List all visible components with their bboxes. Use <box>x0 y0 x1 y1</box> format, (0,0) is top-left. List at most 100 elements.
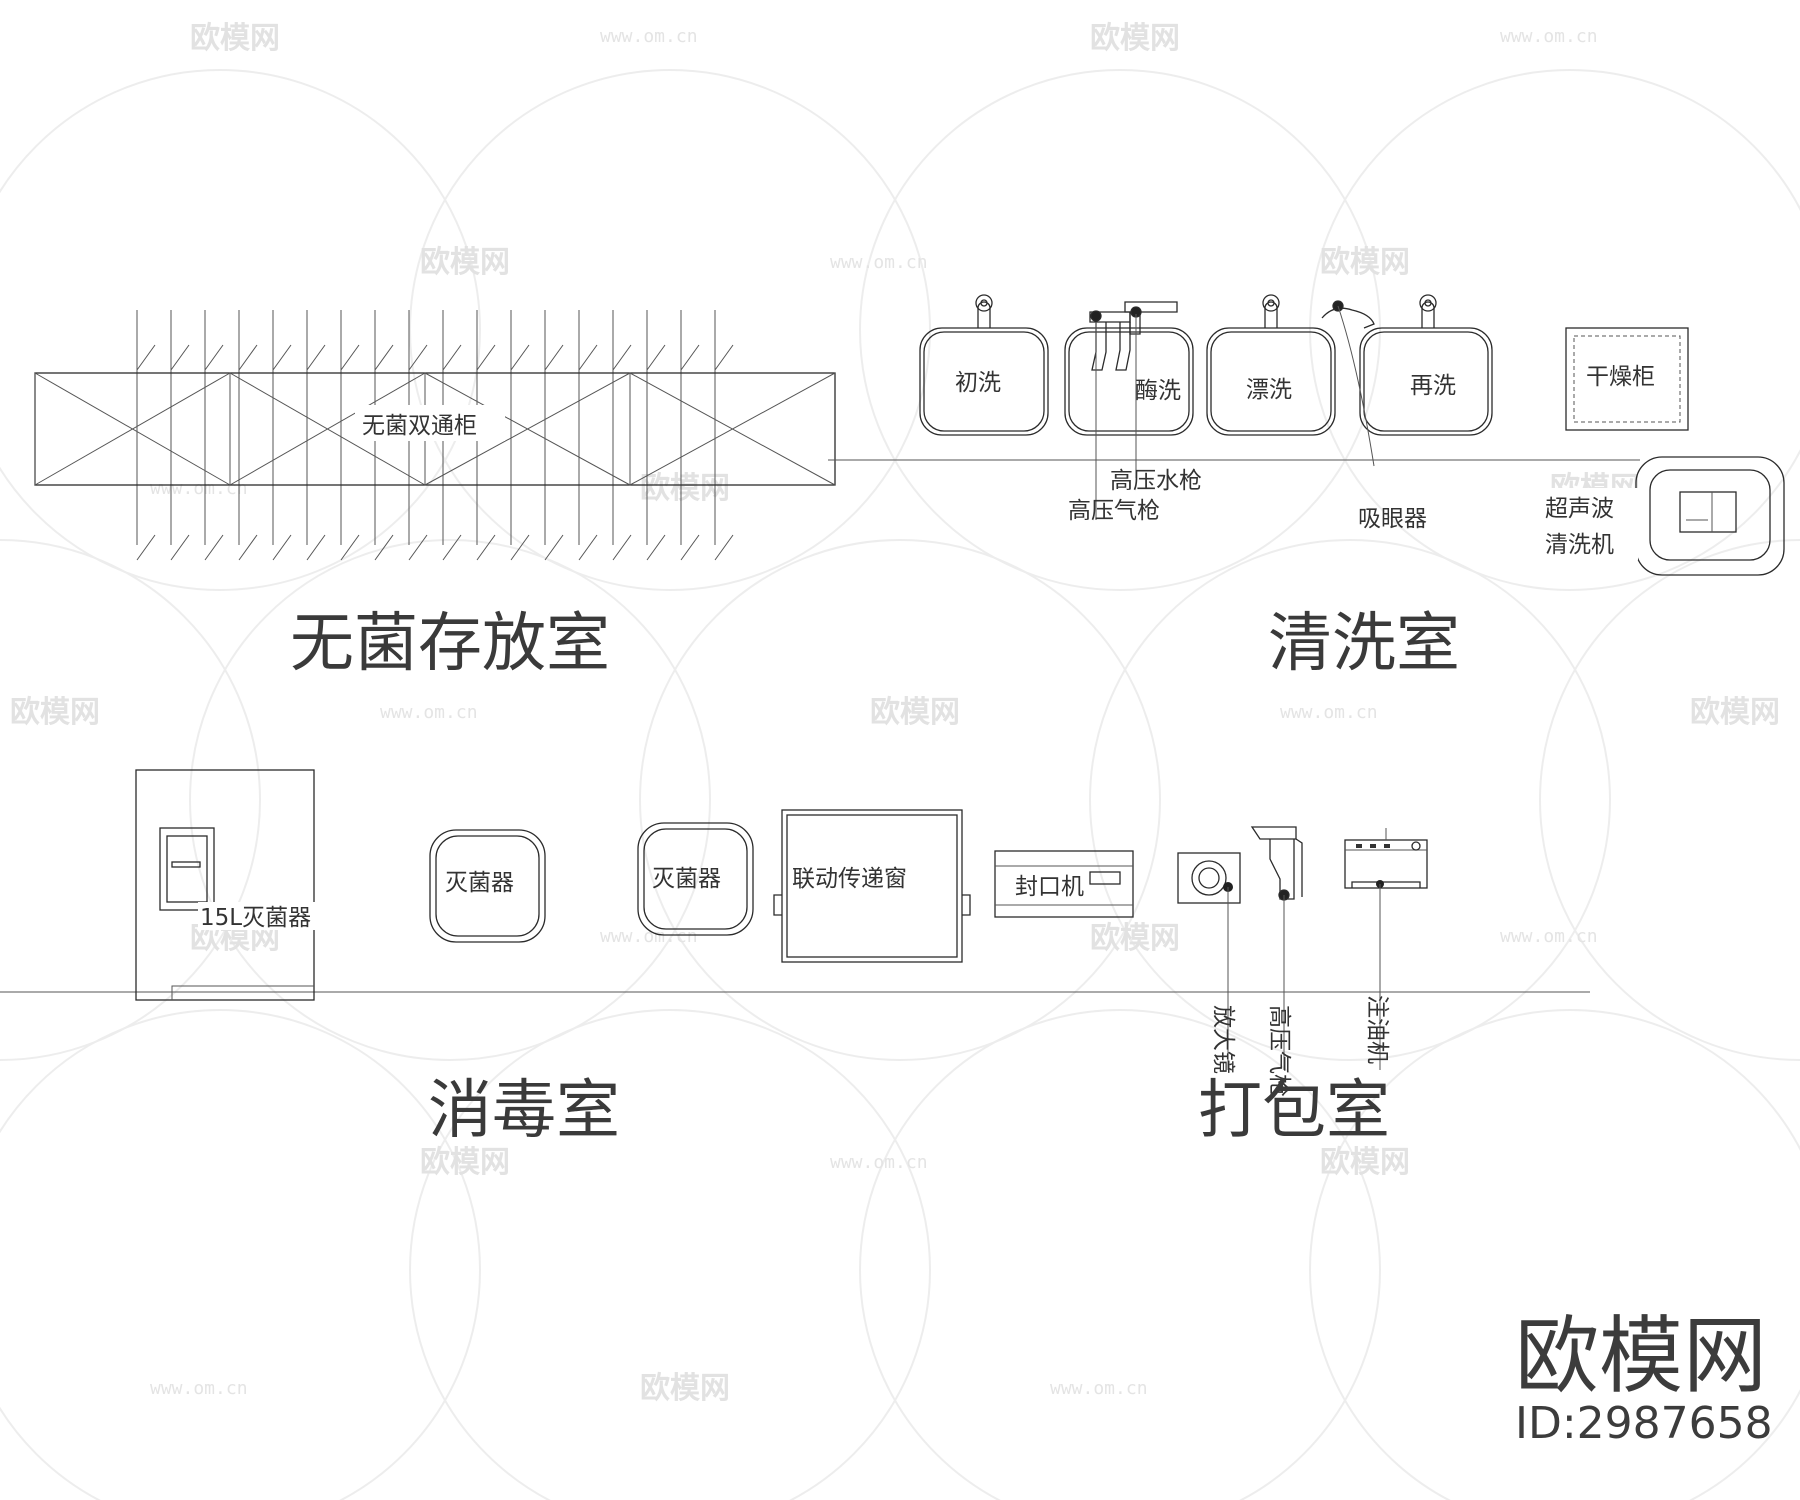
hatch-top <box>340 344 360 371</box>
watermark-brand: 欧模网 <box>1320 1145 1410 1180</box>
sterile-cabinet-label: 无菌双通柜 <box>362 413 477 439</box>
watermark-brand: 欧模网 <box>420 245 510 280</box>
hatch-bottom <box>136 534 156 561</box>
cleaning-leader-lines <box>1095 305 1375 520</box>
watermark-url: www.om.cn <box>1500 26 1598 47</box>
watermark-brand: 欧模网 <box>870 695 960 730</box>
room-title-sterile-storage: 无菌存放室 <box>290 607 610 681</box>
watermark-brand: 欧模网 <box>190 21 280 56</box>
hatch-bottom <box>578 534 598 561</box>
hatch-top <box>510 344 530 371</box>
watermark-brand: 欧模网 <box>1090 921 1180 956</box>
hatch-bottom <box>374 534 394 561</box>
oil-injector-icon <box>1344 828 1428 889</box>
watermark-url: www.om.cn <box>380 702 478 723</box>
hatch-bottom <box>612 534 632 561</box>
watermark-brand: 欧模网 <box>640 1371 730 1406</box>
hatch-top <box>442 344 462 371</box>
oil-injector-label: 注油机 <box>1364 995 1390 1064</box>
watermark-layer: 欧模网 欧模网 欧模网 欧模网 欧模网 欧模网 欧模网 欧模网 欧模网 欧模网 … <box>0 21 1800 1500</box>
hatch-bottom <box>544 534 564 561</box>
cabinet-cross-marks <box>34 372 836 486</box>
sealer: 封口机 <box>994 850 1134 918</box>
brand-watermark-logo: 欧模网 <box>1515 1307 1767 1405</box>
hatch-top <box>204 344 224 371</box>
sink-1: 初洗 <box>919 294 1049 436</box>
hatch-top <box>374 344 394 371</box>
hatch-top <box>238 344 258 371</box>
hatch-bottom <box>272 534 292 561</box>
watermark-brand: 欧模网 <box>10 695 100 730</box>
hatch-top <box>714 344 734 371</box>
magnifier-label: 放大镜 <box>1210 1005 1236 1074</box>
sterilizer-a-label: 灭菌器 <box>445 870 514 896</box>
watermark-urls: www.om.cn www.om.cn www.om.cn www.om.cn … <box>150 26 1598 1399</box>
packing-air-gun-label: 高压气枪 <box>1266 1005 1292 1097</box>
hatch-bottom <box>714 534 734 561</box>
watermark-url: www.om.cn <box>830 252 928 273</box>
watermark-url: www.om.cn <box>600 926 698 947</box>
ultrasonic-cleaner: 超声波 清洗机 <box>1542 456 1785 576</box>
hatch-top <box>408 344 428 371</box>
sink-4-label: 再洗 <box>1410 373 1456 399</box>
hatch-top <box>476 344 496 371</box>
hp-air-gun-label: 高压气枪 <box>1068 498 1160 524</box>
hatch-top <box>170 344 190 371</box>
hatch-top <box>272 344 292 371</box>
hatch-bottom <box>306 534 326 561</box>
sterilizer-a: 灭菌器 <box>429 829 546 943</box>
pass-window-label: 联动传递窗 <box>792 866 907 892</box>
hatch-bottom <box>680 534 700 561</box>
hatch-bottom <box>340 534 360 561</box>
hatch-bottom <box>476 534 496 561</box>
sink-3-label: 漂洗 <box>1246 377 1292 403</box>
sealer-label: 封口机 <box>1015 874 1084 900</box>
packing-leader-lines <box>1227 884 1381 1070</box>
room-title-disinfection: 消毒室 <box>428 1074 620 1148</box>
room-title-cleaning: 清洗室 <box>1268 607 1460 681</box>
pass-window: 联动传递窗 <box>773 809 971 963</box>
sink-2-label: 酶洗 <box>1135 378 1181 404</box>
hatch-top <box>578 344 598 371</box>
sink-4: 再洗 <box>1359 294 1493 436</box>
hatch-bottom <box>170 534 190 561</box>
dry-cabinet: 干燥柜 <box>1565 327 1689 431</box>
sterilizer-b: 灭菌器 <box>637 822 754 936</box>
room-title-packing: 打包室 <box>1198 1074 1390 1148</box>
cabinet-hatching <box>136 310 734 561</box>
watermark-url: www.om.cn <box>1050 1378 1148 1399</box>
hatch-top <box>136 344 156 371</box>
sink-1-label: 初洗 <box>955 370 1001 396</box>
watermark-url: www.om.cn <box>830 1152 928 1173</box>
water-gun-icon <box>1089 301 1178 371</box>
watermark-brands: 欧模网 欧模网 欧模网 欧模网 欧模网 欧模网 欧模网 欧模网 欧模网 欧模网 … <box>10 21 1780 1406</box>
eye-suction-icon <box>1321 300 1375 329</box>
magnifier-icon <box>1177 852 1241 904</box>
sink-2: 酶洗 <box>1064 327 1194 436</box>
brand-watermark-id: ID:2987658 <box>1515 1398 1773 1449</box>
hatch-top <box>680 344 700 371</box>
hatch-top <box>544 344 564 371</box>
watermark-brand: 欧模网 <box>1320 245 1410 280</box>
hatch-bottom <box>408 534 428 561</box>
sterilizer-15l-label: 15L灭菌器 <box>200 905 311 931</box>
sterilizer-b-label: 灭菌器 <box>652 866 721 892</box>
watermark-url: www.om.cn <box>600 26 698 47</box>
hatch-top <box>306 344 326 371</box>
sterilizer-15l: 15L灭菌器 <box>135 769 316 1001</box>
watermark-brand: 欧模网 <box>640 471 730 506</box>
watermark-url: www.om.cn <box>150 478 248 499</box>
ultrasonic-label-line2: 清洗机 <box>1545 532 1614 558</box>
hatch-top <box>612 344 632 371</box>
watermark-url: www.om.cn <box>1280 702 1378 723</box>
watermark-brand: 欧模网 <box>420 1145 510 1180</box>
dry-cabinet-label: 干燥柜 <box>1586 364 1655 390</box>
hatch-bottom <box>442 534 462 561</box>
sterile-cabinet: 无菌双通柜 <box>34 310 836 561</box>
hatch-top <box>646 344 666 371</box>
eye-suction-label: 吸眼器 <box>1358 506 1427 532</box>
watermark-brand: 欧模网 <box>1690 695 1780 730</box>
watermark-url: www.om.cn <box>1500 926 1598 947</box>
ultrasonic-label-line1: 超声波 <box>1545 496 1614 522</box>
